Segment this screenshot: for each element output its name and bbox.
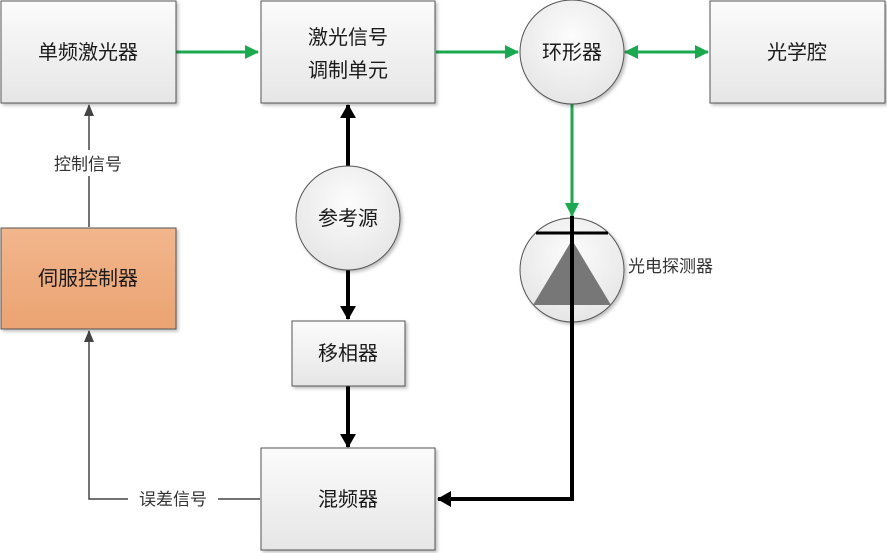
node-optical-cavity: 光学腔 [709,0,886,104]
svg-text:伺服控制器: 伺服控制器 [38,266,138,290]
node-reference-source: 参考源 [295,165,401,271]
node-single-frequency-laser: 单频激光器 [0,0,177,104]
node-laser-signal-modulator: 激光信号 调制单元 [260,0,436,104]
control-signal-label: 控制信号 [54,155,122,175]
node-phase-shifter: 移相器 [291,320,406,387]
node-servo-controller: 伺服控制器 [0,227,177,330]
node-circulator: 环形器 [519,0,625,105]
svg-text:环形器: 环形器 [542,40,602,64]
photodetector-label: 光电探测器 [628,257,713,277]
svg-text:参考源: 参考源 [318,206,378,230]
edge-mixer-to-servo [84,330,260,500]
error-signal-label: 误差信号 [139,490,207,510]
node-photodetector: 光电探测器 [519,216,713,330]
svg-text:激光信号: 激光信号 [308,25,388,49]
node-mixer: 混频器 [260,447,436,551]
svg-text:调制单元: 调制单元 [308,58,388,82]
svg-text:单频激光器: 单频激光器 [38,40,138,64]
svg-text:移相器: 移相器 [318,341,378,365]
svg-text:光学腔: 光学腔 [767,40,827,64]
svg-text:混频器: 混频器 [318,487,378,511]
